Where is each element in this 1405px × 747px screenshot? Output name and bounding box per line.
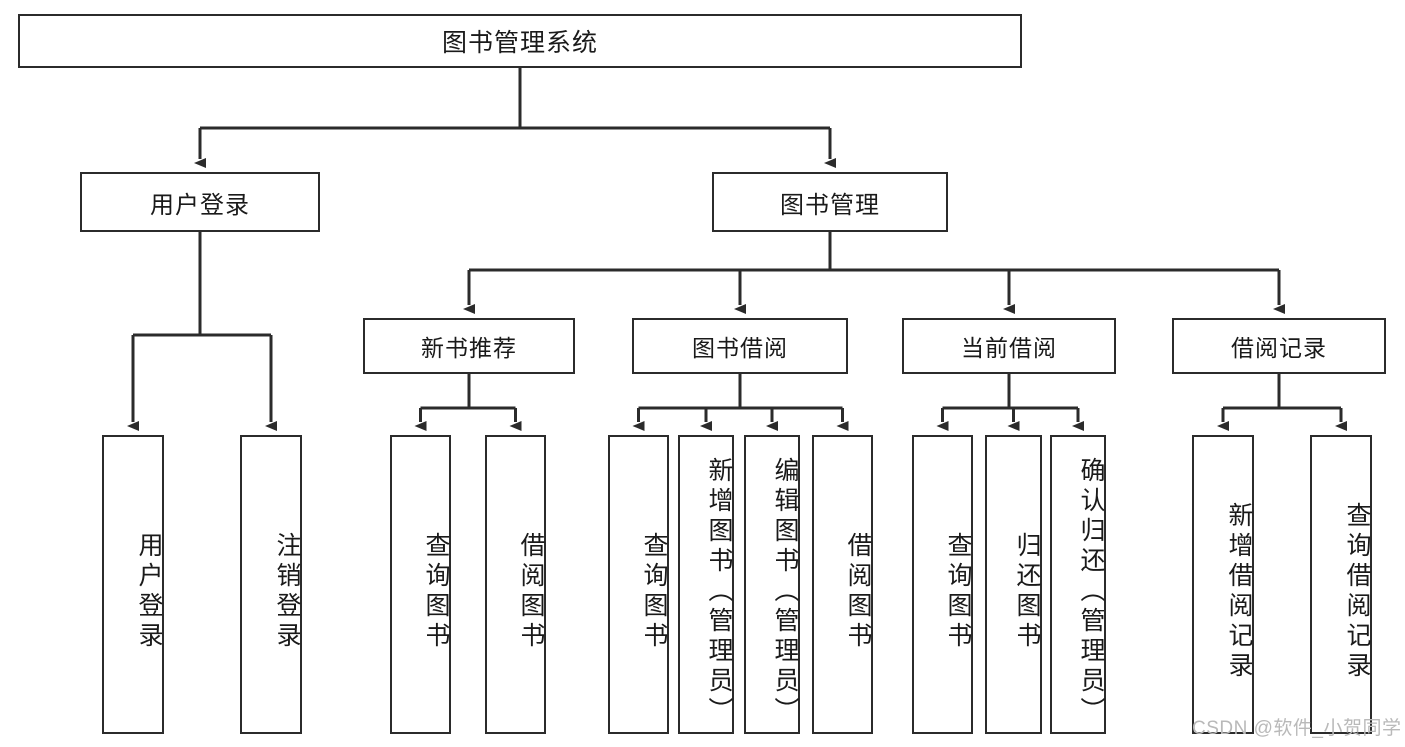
node-leaf-borrow-book-bb-label: 借阅图书 — [844, 531, 872, 652]
node-leaf-user-login[interactable]: 用户登录 — [102, 435, 164, 734]
node-leaf-query-book-bb-label: 查询图书 — [640, 531, 668, 652]
node-new-book-recommend-label: 新书推荐 — [421, 335, 517, 361]
node-leaf-query-book-bb[interactable]: 查询图书 — [608, 435, 669, 734]
node-book-borrow-label: 图书借阅 — [692, 335, 788, 361]
node-leaf-add-book[interactable]: 新增图书（管理员） — [678, 435, 734, 734]
node-leaf-query-record[interactable]: 查询借阅记录 — [1310, 435, 1372, 734]
node-leaf-borrow-book-nb-label: 借阅图书 — [517, 531, 545, 652]
node-leaf-return-book-label: 归还图书 — [1013, 531, 1041, 652]
node-book-management-label: 图书管理 — [780, 191, 880, 219]
node-current-borrow-label: 当前借阅 — [961, 335, 1057, 361]
node-leaf-user-login-label: 用户登录 — [135, 531, 163, 652]
node-leaf-logout[interactable]: 注销登录 — [240, 435, 302, 734]
node-current-borrow[interactable]: 当前借阅 — [902, 318, 1116, 374]
node-leaf-query-book-cb-label: 查询图书 — [944, 531, 972, 652]
node-leaf-query-record-label: 查询借阅记录 — [1343, 501, 1371, 682]
node-leaf-add-book-label: 新增图书（管理员） — [705, 456, 733, 727]
node-root-label: 图书管理系统 — [441, 29, 598, 57]
node-root[interactable]: 图书管理系统 — [18, 14, 1022, 68]
node-leaf-query-book-cb[interactable]: 查询图书 — [912, 435, 973, 734]
node-leaf-add-record-label: 新增借阅记录 — [1225, 501, 1253, 682]
node-leaf-logout-label: 注销登录 — [273, 531, 301, 652]
node-leaf-return-book[interactable]: 归还图书 — [985, 435, 1042, 734]
node-leaf-query-book-nb-label: 查询图书 — [422, 531, 450, 652]
node-book-management[interactable]: 图书管理 — [712, 172, 948, 232]
node-leaf-confirm-return[interactable]: 确认归还（管理员） — [1050, 435, 1106, 734]
node-borrow-records-label: 借阅记录 — [1231, 335, 1327, 361]
node-leaf-edit-book[interactable]: 编辑图书（管理员） — [744, 435, 800, 734]
node-new-book-recommend[interactable]: 新书推荐 — [363, 318, 575, 374]
node-leaf-borrow-book-bb[interactable]: 借阅图书 — [812, 435, 873, 734]
node-leaf-borrow-book-nb[interactable]: 借阅图书 — [485, 435, 546, 734]
node-leaf-confirm-return-label: 确认归还（管理员） — [1077, 456, 1105, 727]
node-leaf-query-book-nb[interactable]: 查询图书 — [390, 435, 451, 734]
node-leaf-add-record[interactable]: 新增借阅记录 — [1192, 435, 1254, 734]
node-leaf-edit-book-label: 编辑图书（管理员） — [771, 456, 799, 727]
node-user-login-label: 用户登录 — [150, 191, 250, 219]
node-book-borrow[interactable]: 图书借阅 — [632, 318, 848, 374]
node-borrow-records[interactable]: 借阅记录 — [1172, 318, 1386, 374]
node-user-login[interactable]: 用户登录 — [80, 172, 320, 232]
